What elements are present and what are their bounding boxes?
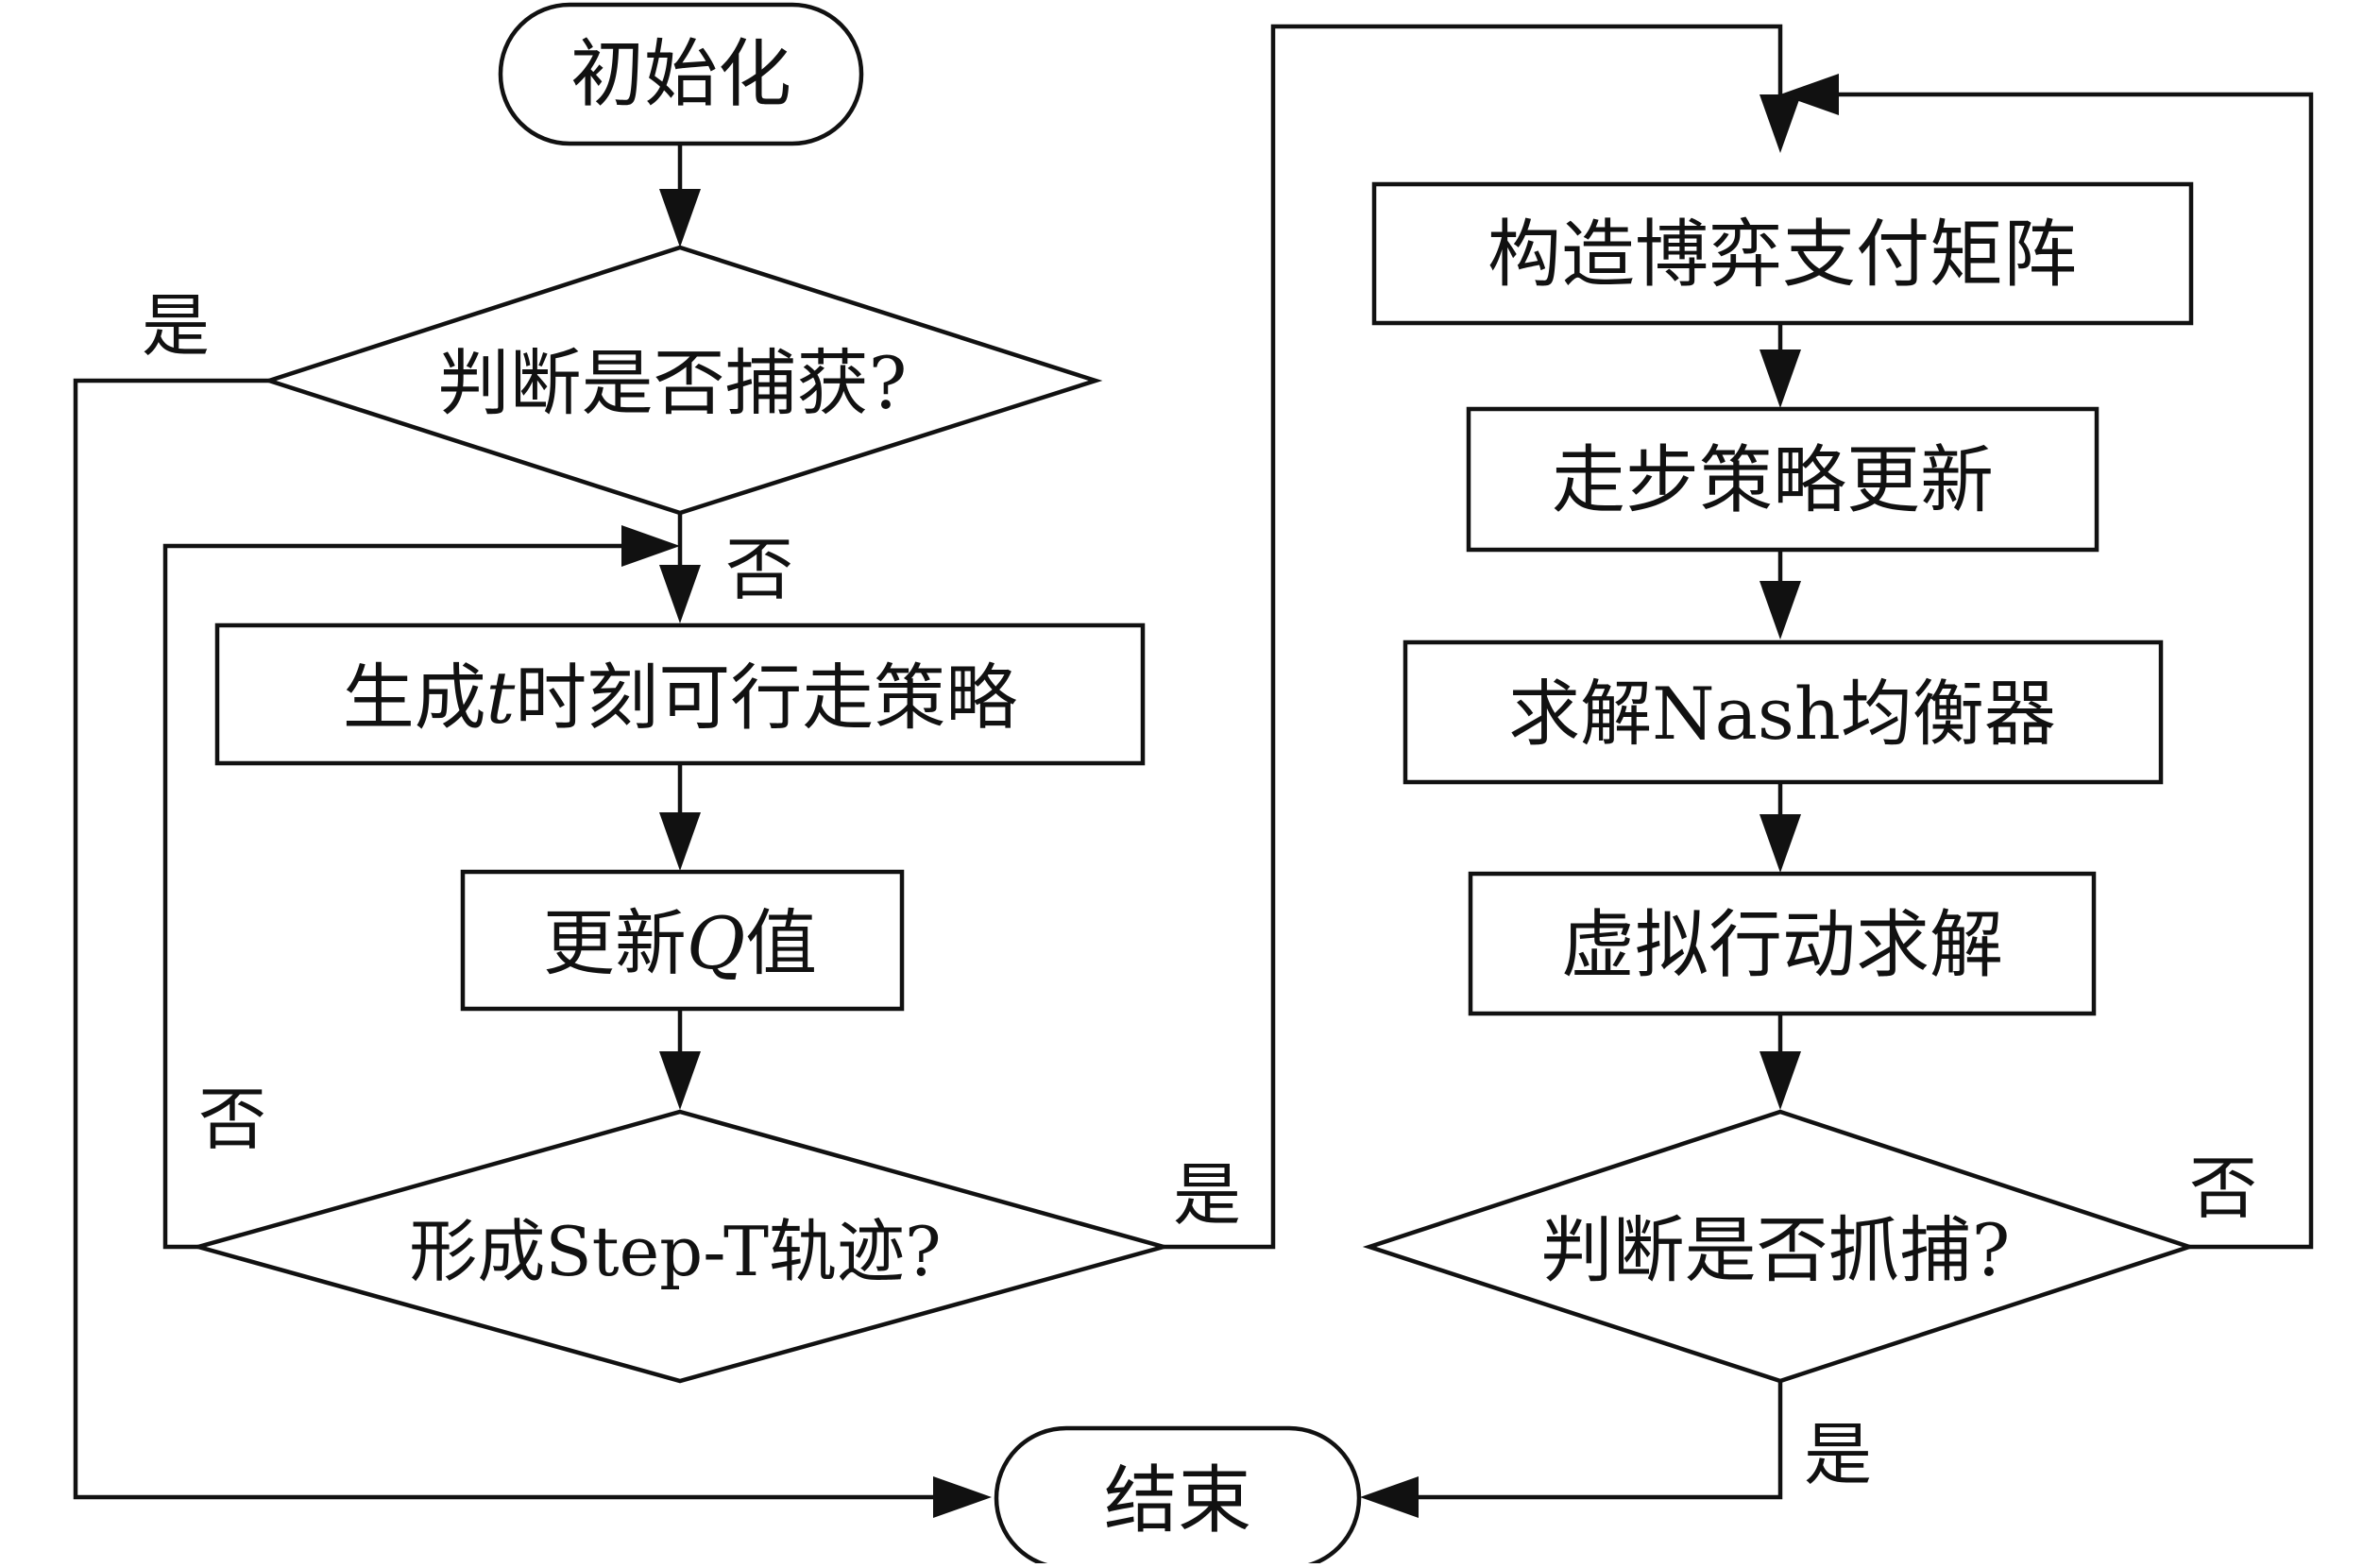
node-gen-strategy <box>214 622 1146 766</box>
node-step-update <box>1466 406 2100 553</box>
node-virtual-solve <box>1468 871 2097 1016</box>
node-end <box>994 1425 1362 1568</box>
arrow-head <box>1760 1051 1801 1110</box>
edge-label-catch-no: 否 <box>2189 1149 2257 1228</box>
node-gen-strategy-label: 生成t时刻可行走策略 <box>343 656 1018 740</box>
arrow-head <box>621 525 680 567</box>
node-build-matrix <box>1371 181 2194 326</box>
arrow-head <box>933 1476 992 1518</box>
arrow-head <box>1760 581 1801 639</box>
decision-judge-catch-label: 判断是否抓捕? <box>1541 1208 2011 1292</box>
node-end-label: 结束 <box>1104 1458 1251 1543</box>
arrow-head <box>1760 349 1801 408</box>
arrow-head <box>1760 814 1801 873</box>
arrow-head <box>1780 74 1839 115</box>
edge-label-traj-yes: 是 <box>1173 1155 1241 1235</box>
arrow-head <box>1360 1476 1419 1518</box>
node-virtual-solve-label: 虚拟行动求解 <box>1561 903 2003 988</box>
node-update-q <box>460 869 905 1012</box>
edge-catch-yes-to-end <box>1407 1381 1783 1500</box>
edge-traj-no-loop <box>162 543 642 1250</box>
decision-judge-capture-label: 判断是否捕获? <box>438 341 908 425</box>
arrow-head <box>659 565 701 623</box>
arrow-head <box>659 189 701 247</box>
edge-traj-yes-to-right <box>1164 24 1783 1250</box>
decision-form-traj-label: 形成Step-T轨迹? <box>409 1212 941 1291</box>
node-init <box>498 2 864 146</box>
node-build-matrix-label: 构造博弈支付矩阵 <box>1488 213 2077 298</box>
arrow-head <box>1760 94 1801 153</box>
node-solve-nash <box>1402 639 2164 785</box>
node-solve-nash-label: 求解Nash均衡器 <box>1508 672 2056 756</box>
edge-label-judge-no: 否 <box>725 530 793 609</box>
arrow-head <box>659 812 701 871</box>
node-init-label: 初始化 <box>570 32 791 117</box>
decision-form-traj <box>190 1109 1172 1384</box>
decision-judge-catch <box>1362 1109 2197 1384</box>
node-update-q-label: 更新Q值 <box>543 901 817 985</box>
edge-label-traj-no: 否 <box>198 1080 266 1159</box>
decision-judge-capture <box>262 245 1103 516</box>
edge-catch-no-loop <box>1837 92 2314 1250</box>
arrow-head <box>659 1051 701 1110</box>
edge-judge-yes-to-end <box>73 378 954 1500</box>
edge-label-catch-yes: 是 <box>1804 1415 1872 1494</box>
node-step-update-label: 走步策略更新 <box>1552 438 1994 523</box>
edge-label-judge-yes: 是 <box>142 286 210 366</box>
